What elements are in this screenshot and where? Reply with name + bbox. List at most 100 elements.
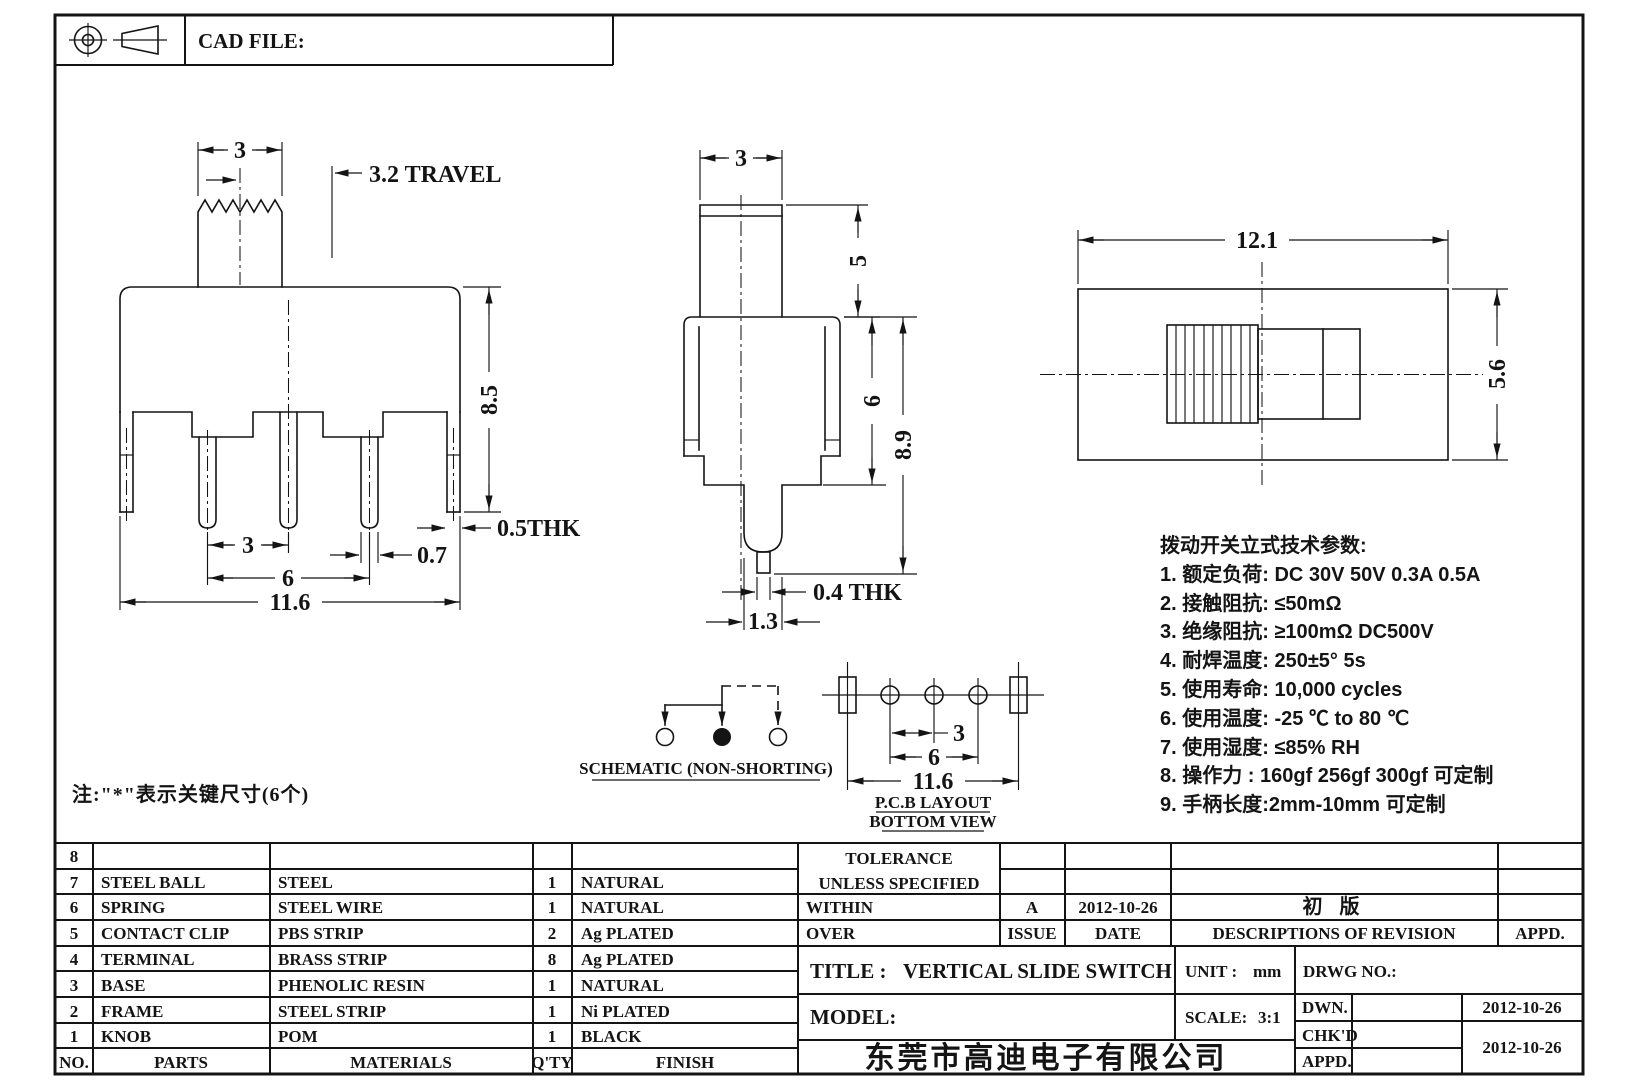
row-finish: NATURAL (581, 898, 664, 917)
dwn-date: 2012-10-26 (1482, 998, 1561, 1017)
projection-cone-icon (113, 25, 167, 55)
dim-side-total-height: 8.9 (891, 430, 917, 460)
dim-front-pin-width: 0.7 (417, 543, 447, 569)
row-no: 5 (70, 924, 79, 943)
dim-top-width: 12.1 (1236, 228, 1278, 254)
projection-target-icon (69, 23, 107, 57)
drwg-no-label: DRWG NO.: (1303, 962, 1397, 981)
cad-file-label: CAD FILE: (198, 29, 305, 53)
pcb-label-line1: P.C.B LAYOUT (875, 793, 992, 812)
tolerance-within: WITHIN (806, 898, 874, 917)
row-material: STEEL (278, 873, 333, 892)
row-material: PHENOLIC RESIN (278, 976, 426, 995)
tech-param-item: 1. 额定负荷: DC 30V 50V 0.3A 0.5A (1160, 563, 1481, 586)
header-finish: FINISH (656, 1053, 715, 1072)
row-no: 8 (70, 847, 79, 866)
company-name: 东莞市高迪电子有限公司 (865, 1041, 1228, 1075)
dim-front-pin-pitch: 3 (242, 533, 254, 559)
scale-value: 3:1 (1258, 1008, 1281, 1027)
dim-front-frame-thk: 0.5THK (497, 516, 581, 542)
tech-params-title: 拨动开关立式技术参数: (1160, 535, 1367, 557)
front-view (119, 168, 461, 545)
tech-param-item: 7. 使用湿度: ≤85% RH (1160, 736, 1360, 759)
tech-param-item: 8. 操作力 : 160gf 256gf 300gf 可定制 (1160, 765, 1494, 788)
row-qty: 8 (548, 950, 557, 969)
row-part: FRAME (101, 1002, 163, 1021)
revision-header-appd: APPD. (1515, 924, 1565, 943)
tech-param-item: 4. 耐焊温度: 250±5° 5s (1160, 650, 1366, 673)
tech-params-block: 拨动开关立式技术参数: 1. 额定负荷: DC 30V 50V 0.3A 0.5… (1160, 532, 1590, 820)
row-no: 2 (70, 1002, 79, 1021)
table-grid (55, 842, 1583, 1074)
dim-pcb-pitch: 3 (953, 721, 965, 747)
row-finish: Ni PLATED (581, 1002, 670, 1021)
tolerance-line1: TOLERANCE (845, 849, 952, 868)
row-part: TERMINAL (101, 950, 195, 969)
dim-front-knob-width: 3 (234, 138, 246, 164)
pcb-layout: 3 6 11.6 P.C.B LAYOUT BOTTOM VIEW (822, 662, 1044, 832)
tolerance-line2: UNLESS SPECIFIED (818, 874, 979, 893)
row-no: 6 (70, 898, 79, 917)
row-finish: Ag PLATED (581, 924, 674, 943)
dim-side-knob-width: 3 (735, 146, 747, 172)
header-materials: MATERIALS (350, 1053, 452, 1072)
header-no: NO. (59, 1053, 89, 1072)
dim-pcb-span: 6 (928, 745, 940, 771)
revision-description-value: 初 版 (1303, 894, 1366, 918)
row-qty: 1 (548, 1027, 557, 1046)
title-block: TITLE : VERTICAL SLIDE SWITCH UNIT : mm … (810, 959, 1562, 1075)
model-label: MODEL: (810, 1005, 896, 1029)
dim-side-pin-thk: 0.4 THK (813, 580, 902, 606)
row-qty: 1 (548, 873, 557, 892)
row-no: 3 (70, 976, 79, 995)
appd-label: APPD. (1302, 1052, 1352, 1071)
row-part: CONTACT CLIP (101, 924, 229, 943)
tech-param-item: 3. 绝缘阻抗: ≥100mΩ DC500V (1160, 621, 1434, 644)
top-view (1040, 262, 1490, 488)
dim-pcb-total: 11.6 (913, 769, 954, 795)
row-no: 7 (70, 873, 79, 892)
side-view-dimensions: 3 5 6 8.9 0.4 THK 1.3 (699, 142, 917, 635)
revision-header-date: DATE (1095, 924, 1141, 943)
sheet-border (53, 13, 1585, 1076)
row-no: 4 (70, 950, 79, 969)
dim-side-pin-width: 1.3 (748, 609, 778, 635)
dim-front-pin-span: 6 (282, 566, 294, 592)
front-view-dimensions: 3 3.2 TRAVEL 8.5 3 0.7 0.5THK (119, 134, 581, 616)
revision-issue-value: A (1026, 898, 1039, 917)
row-no: 1 (70, 1027, 79, 1046)
side-view (683, 195, 841, 600)
tech-param-item: 5. 使用寿命: 10,000 cycles (1160, 678, 1403, 701)
tech-param-item: 2. 接触阻抗: ≤50mΩ (1160, 592, 1342, 615)
unit-label: UNIT : (1185, 962, 1237, 981)
row-material: STEEL WIRE (278, 898, 383, 917)
revision-date-value: 2012-10-26 (1078, 898, 1157, 917)
row-part: SPRING (101, 898, 165, 917)
row-part: KNOB (101, 1027, 151, 1046)
row-finish: NATURAL (581, 873, 664, 892)
row-finish: Ag PLATED (581, 950, 674, 969)
pcb-label-line2: BOTTOM VIEW (869, 812, 996, 831)
scale-label: SCALE: (1185, 1008, 1247, 1027)
dim-front-total-width: 11.6 (270, 590, 311, 616)
approval-date: 2012-10-26 (1482, 1038, 1561, 1057)
tech-param-item: 6. 使用温度: -25 ℃ to 80 ℃ (1160, 707, 1410, 730)
row-part: STEEL BALL (101, 873, 205, 892)
tolerance-over: OVER (806, 924, 856, 943)
title-label: TITLE : (810, 959, 886, 983)
revision-header-description: DESCRIPTIONS OF REVISION (1212, 924, 1456, 943)
dim-front-travel: 3.2 TRAVEL (369, 162, 502, 188)
row-material: BRASS STRIP (278, 950, 387, 969)
dim-top-height: 5.6 (1485, 359, 1511, 389)
row-finish: BLACK (581, 1027, 642, 1046)
unit-value: mm (1253, 962, 1281, 981)
row-part: BASE (101, 976, 145, 995)
dim-side-body-height: 6 (860, 395, 886, 407)
header-qty: Q'TY (531, 1053, 573, 1072)
row-material: PBS STRIP (278, 924, 364, 943)
top-view-dimensions: 12.1 5.6 (1077, 225, 1511, 461)
row-qty: 1 (548, 976, 557, 995)
schematic-label: SCHEMATIC (NON-SHORTING) (579, 759, 833, 778)
